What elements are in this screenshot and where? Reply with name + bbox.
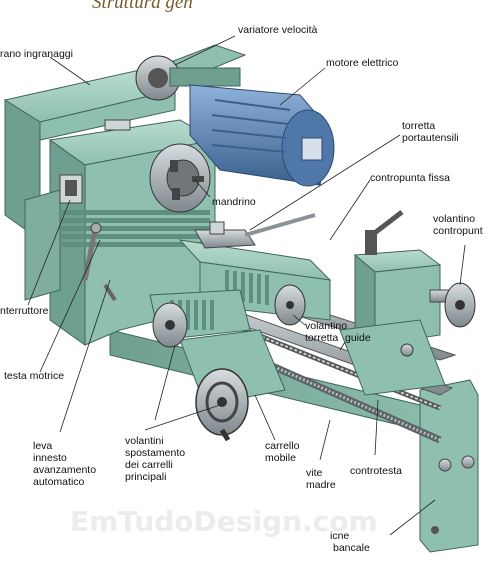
lever-icon bbox=[82, 229, 98, 281]
label-mandrino: mandrino bbox=[212, 196, 256, 208]
watermark: EmTudoDesign.com bbox=[70, 505, 378, 538]
handwheel-cross bbox=[152, 302, 188, 348]
label-volantino-contropunta: volantino contropunt bbox=[433, 213, 483, 237]
chuck bbox=[149, 143, 211, 213]
label-contropunta-fissa: contropunta fissa bbox=[370, 172, 450, 184]
label-carrello-mobile: carrello mobile bbox=[265, 440, 300, 464]
label-variatore-velocita: variatore velocità bbox=[238, 24, 318, 36]
label-piano-ingranaggi: rano ingranaggi bbox=[0, 48, 73, 60]
label-volantino-torretta: volantino torretta bbox=[305, 320, 348, 344]
label-leva-innesto: leva innesto avanzamento automatico bbox=[33, 440, 97, 488]
label-controtesta: controtesta bbox=[350, 465, 402, 477]
gear-fins bbox=[60, 210, 210, 247]
label-torretta-portautensili: torretta portautensili bbox=[402, 120, 459, 144]
label-volantini-spostamento: volantini spostamento dei carrelli princ… bbox=[125, 435, 186, 483]
electric-motor bbox=[135, 44, 335, 187]
label-bancale: bancale bbox=[333, 542, 370, 554]
label-motore-elettrico: motore elettrico bbox=[326, 57, 399, 69]
handwheel-carriage bbox=[195, 368, 249, 442]
label-vite-madre: vite madre bbox=[306, 467, 336, 491]
diagram-title: Struttura gen bbox=[92, 0, 193, 13]
label-testa-motrice: testa motrice bbox=[4, 370, 65, 382]
label-interruttore: nterruttore bbox=[0, 305, 49, 317]
leader-lines bbox=[27, 35, 466, 536]
tailstock bbox=[339, 210, 476, 396]
label-bancale-prefix: icne bbox=[330, 530, 350, 542]
label-guide: guide bbox=[345, 332, 371, 344]
carriage bbox=[149, 213, 332, 406]
handwheel-turret bbox=[274, 284, 306, 326]
